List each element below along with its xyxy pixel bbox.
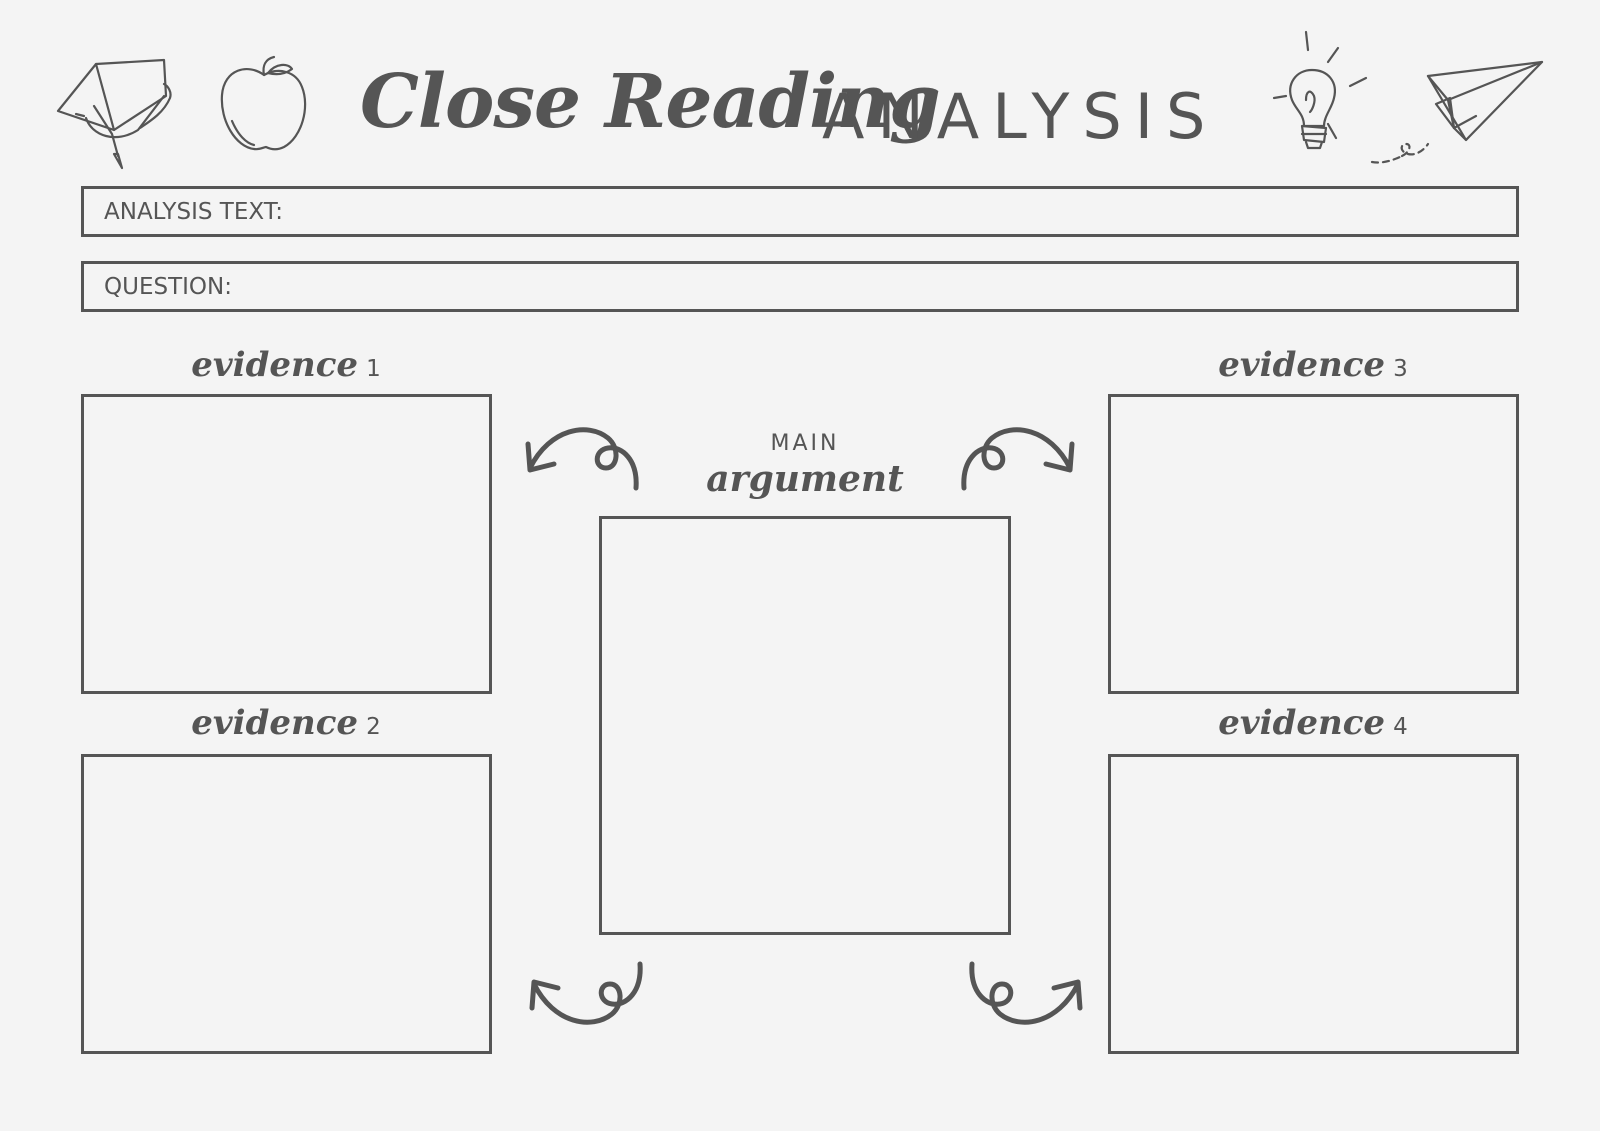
question-field[interactable]: QUESTION: xyxy=(81,261,1519,312)
title-caps: ANALYSIS xyxy=(822,80,1219,153)
evidence-4-box[interactable] xyxy=(1108,754,1519,1054)
evidence-number: 1 xyxy=(366,356,381,382)
evidence-4-heading: evidence 4 xyxy=(1108,698,1518,748)
graduation-cap-icon xyxy=(56,58,172,170)
curly-arrow-icon xyxy=(961,427,1075,491)
evidence-1-heading: evidence 1 xyxy=(81,340,491,390)
evidence-1-box[interactable] xyxy=(81,394,492,694)
main-argument-small-label: MAIN xyxy=(770,431,840,456)
light-bulb-icon xyxy=(1272,30,1368,150)
main-argument-box[interactable] xyxy=(599,516,1011,935)
question-label: QUESTION: xyxy=(104,274,232,300)
evidence-2-heading: evidence 2 xyxy=(81,698,491,748)
evidence-word: evidence xyxy=(1218,703,1386,743)
evidence-word: evidence xyxy=(191,703,359,743)
curly-arrow-icon xyxy=(529,961,643,1025)
curly-arrow-icon xyxy=(969,961,1083,1025)
analysis-text-label: ANALYSIS TEXT: xyxy=(104,199,283,225)
evidence-3-box[interactable] xyxy=(1108,394,1519,694)
paper-plane-icon xyxy=(1370,60,1544,164)
evidence-number: 2 xyxy=(366,714,381,740)
curly-arrow-icon xyxy=(525,427,639,491)
evidence-word: evidence xyxy=(1218,345,1386,385)
apple-icon xyxy=(220,55,307,151)
main-argument-script-label: argument xyxy=(706,458,904,500)
evidence-word: evidence xyxy=(191,345,359,385)
evidence-2-box[interactable] xyxy=(81,754,492,1054)
title-script: Close Reading xyxy=(360,59,941,145)
evidence-number: 4 xyxy=(1393,714,1408,740)
evidence-number: 3 xyxy=(1393,356,1408,382)
analysis-text-field[interactable]: ANALYSIS TEXT: xyxy=(81,186,1519,237)
evidence-3-heading: evidence 3 xyxy=(1108,340,1518,390)
